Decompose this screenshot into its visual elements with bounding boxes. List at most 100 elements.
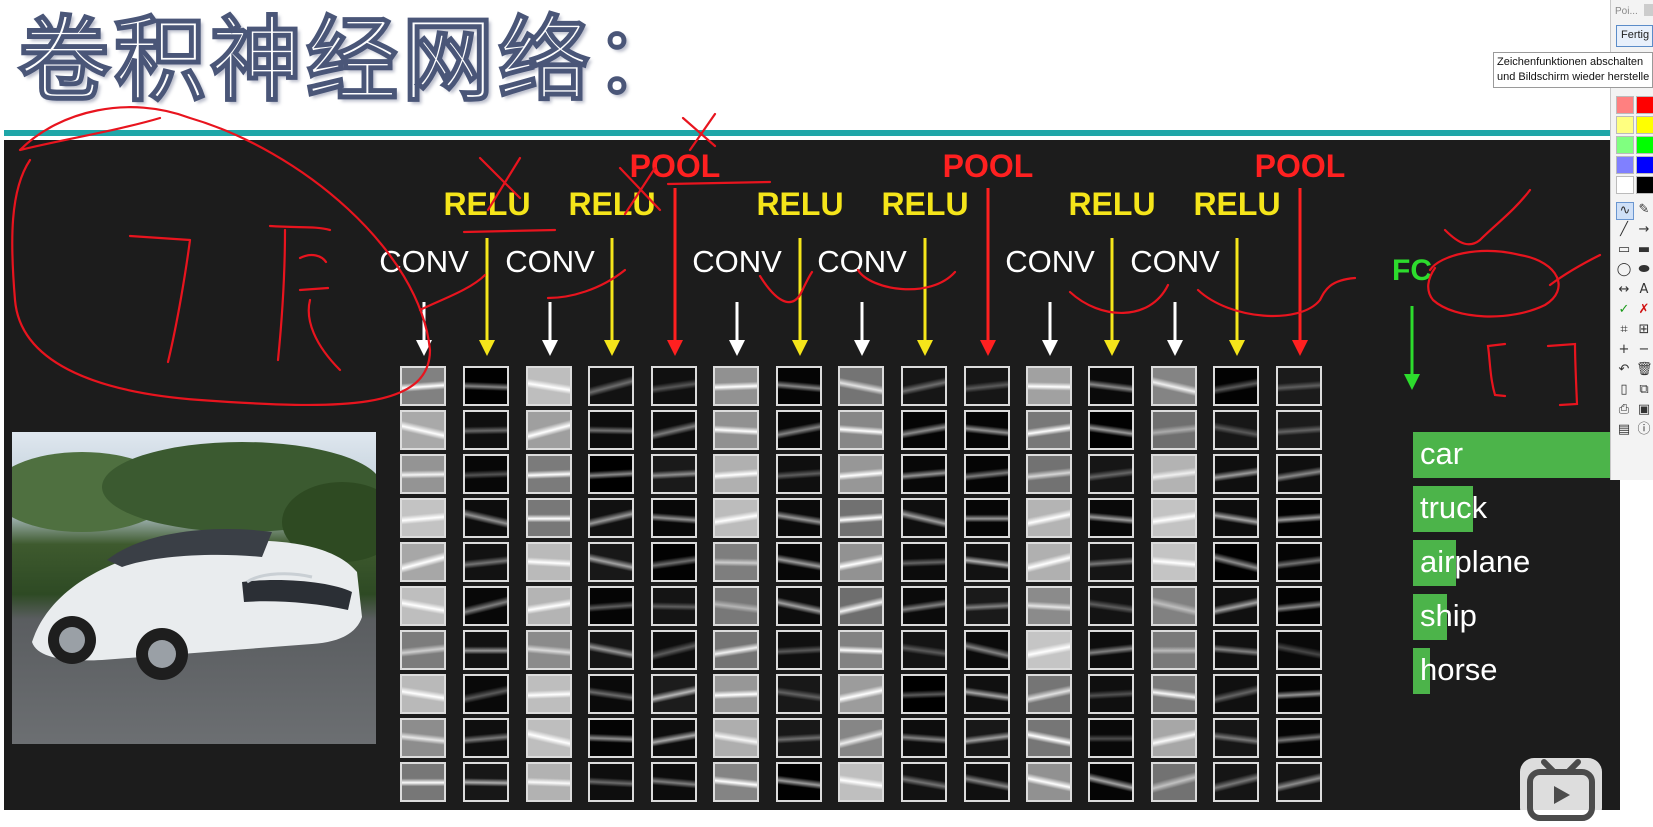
color-swatch[interactable] [1636,156,1653,174]
feature-map [1151,366,1197,406]
feature-map [838,542,884,582]
color-swatch[interactable] [1636,96,1653,114]
feature-map [1088,498,1134,538]
layer-label-relu: RELU [1068,186,1156,222]
freehand-icon[interactable]: ∿ [1616,202,1634,220]
color-swatch[interactable] [1616,116,1634,134]
color-swatch[interactable] [1636,136,1653,154]
color-swatch[interactable] [1616,136,1634,154]
feature-map [1088,410,1134,450]
feature-map [838,762,884,802]
bilibili-tv-icon[interactable] [1520,758,1602,822]
layer-label-relu: RELU [568,186,656,222]
conv-arrow [542,302,558,356]
minus-icon[interactable]: − [1638,342,1650,357]
feature-map [1026,630,1072,670]
feature-map [713,542,759,582]
feature-map [1276,586,1322,626]
activation-column-conv [713,366,761,814]
arrow-line-icon[interactable]: → [1638,222,1650,237]
color-swatch[interactable] [1616,156,1634,174]
double-arrow-icon[interactable]: ↔ [1618,282,1630,297]
info-icon[interactable]: ⓘ [1637,422,1651,437]
feature-map [1213,498,1259,538]
feature-map [588,366,634,406]
input-car-image [12,432,376,744]
copy-icon[interactable]: ⧉ [1639,382,1649,397]
toolbar-scroll-thumb[interactable] [1644,4,1653,16]
layer-label-relu: RELU [443,186,531,222]
feature-map [713,454,759,494]
class-label: horse [1420,652,1498,687]
feature-map [1276,762,1322,802]
feature-map [1088,762,1134,802]
feature-map [1213,542,1259,582]
feature-map [400,762,446,802]
feature-map [526,454,572,494]
feature-map [1088,454,1134,494]
layer-label-conv: CONV [692,244,782,279]
activation-column-conv [526,366,574,814]
feature-map [1276,366,1322,406]
crop-icon[interactable]: ⌗ [1620,322,1628,337]
class-score-bar [1413,594,1447,640]
undo-icon[interactable]: ↶ [1618,362,1630,377]
feature-map [1151,586,1197,626]
feature-map [776,454,822,494]
feature-map [901,454,947,494]
ellipse-icon[interactable]: ◯ [1616,262,1632,277]
highlighter-icon[interactable]: ✎ [1638,202,1650,217]
feature-map [588,630,634,670]
feature-map [463,542,509,582]
feature-map [1213,630,1259,670]
feature-map [400,410,446,450]
text-icon[interactable]: A [1639,282,1649,297]
zoom-icon[interactable]: ⊞ [1638,322,1650,337]
class-score-bar [1413,648,1430,694]
feature-map [651,586,697,626]
class-score-bar [1413,486,1473,532]
feature-map [1151,762,1197,802]
feature-map [463,762,509,802]
color-swatch[interactable] [1616,96,1634,114]
feature-map [1213,366,1259,406]
class-label: truck [1420,490,1488,525]
activation-column-conv [400,366,448,814]
print-icon[interactable]: ⎙ [1618,402,1630,417]
plus-icon[interactable]: + [1618,342,1630,357]
feature-map [651,410,697,450]
color-swatch[interactable] [1636,176,1653,194]
filled-rectangle-icon[interactable]: ▬ [1637,242,1651,257]
color-swatch[interactable] [1636,116,1653,134]
save-icon[interactable]: ▣ [1637,402,1651,417]
new-page-icon[interactable]: ▯ [1620,382,1628,397]
filled-ellipse-icon[interactable]: ⬬ [1638,262,1650,277]
feature-map [1213,454,1259,494]
trash-icon[interactable]: 🗑 [1636,362,1653,377]
color-swatch[interactable] [1616,176,1634,194]
cross-icon[interactable]: ✗ [1638,302,1650,317]
line-icon[interactable]: ╱ [1620,222,1628,237]
feature-map [964,542,1010,582]
feature-map [1026,366,1072,406]
feature-map [400,630,446,670]
feature-map [776,410,822,450]
rectangle-icon[interactable]: ▭ [1617,242,1631,257]
feature-map [1151,674,1197,714]
screenshot-icon[interactable]: ▤ [1617,422,1631,437]
feature-map [1026,762,1072,802]
feature-map [1088,366,1134,406]
feature-map [463,498,509,538]
feature-map [651,718,697,758]
activation-column-relu [1213,366,1261,814]
tooltip: Zeichenfunktionen abschalten und Bildsch… [1493,52,1653,88]
activation-column-pool [964,366,1012,814]
feature-map [400,454,446,494]
feature-map [776,674,822,714]
layer-label-pool: POOL [629,148,721,184]
feature-map [1213,674,1259,714]
feature-map [1276,674,1322,714]
checkmark-icon[interactable]: ✓ [1618,302,1630,317]
done-button[interactable]: Fertig [1616,25,1653,47]
